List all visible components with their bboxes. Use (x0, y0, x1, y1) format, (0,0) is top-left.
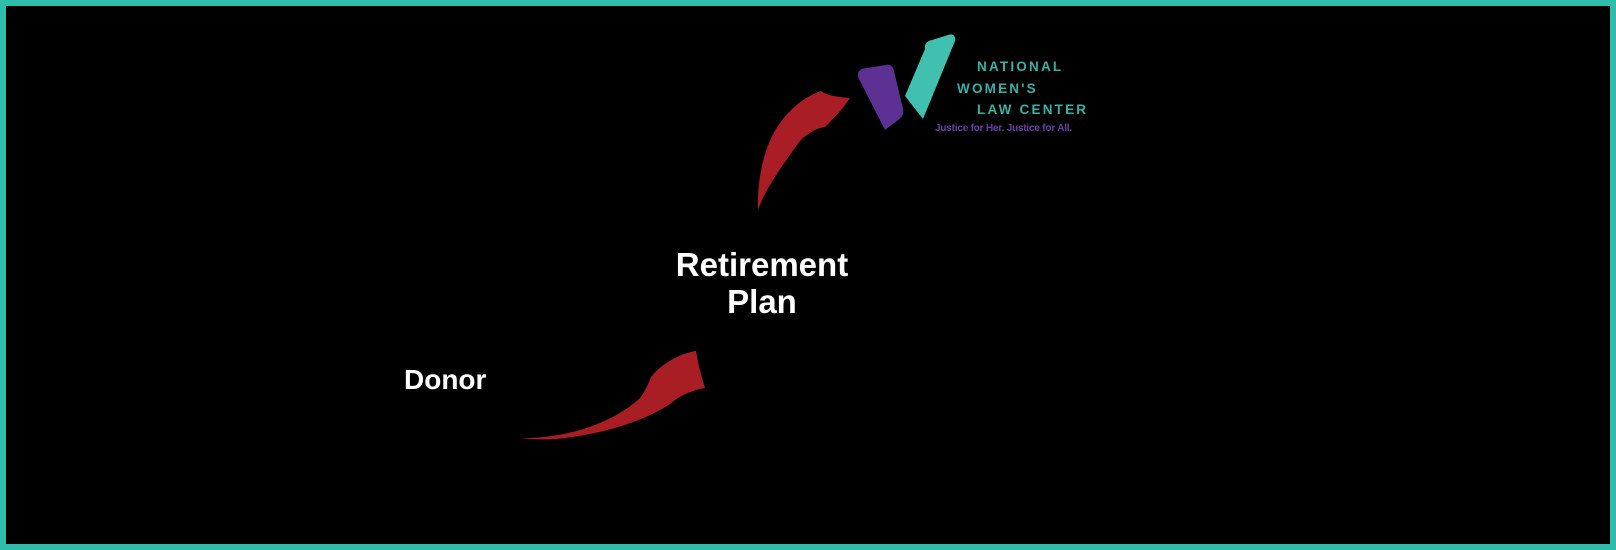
donor-to-plan-arrow-shape (520, 351, 705, 440)
donor-to-plan-arrow-icon (520, 351, 705, 440)
logo-name-line-1: NATIONAL (977, 59, 1064, 74)
plan-to-nwlc-arrow-icon (757, 91, 850, 210)
retirement-plan-label: Retirement Plan (562, 246, 962, 320)
logo-purple-shape (857, 64, 904, 130)
logo-name-line-2: WOMEN'S (957, 81, 1038, 96)
retirement-plan-label-line-1: Retirement (675, 246, 849, 283)
logo-name-line-3: LAW CENTER (977, 102, 1089, 117)
logo-tagline: Justice for Her. Justice for All. (935, 123, 1072, 134)
donor-label: Donor (404, 364, 487, 395)
retirement-plan-label-line-2: Plan (727, 283, 797, 320)
logo-teal-check (905, 34, 956, 120)
plan-to-nwlc-arrow-shape (757, 91, 850, 210)
nwlc-logo-icon (857, 34, 956, 130)
